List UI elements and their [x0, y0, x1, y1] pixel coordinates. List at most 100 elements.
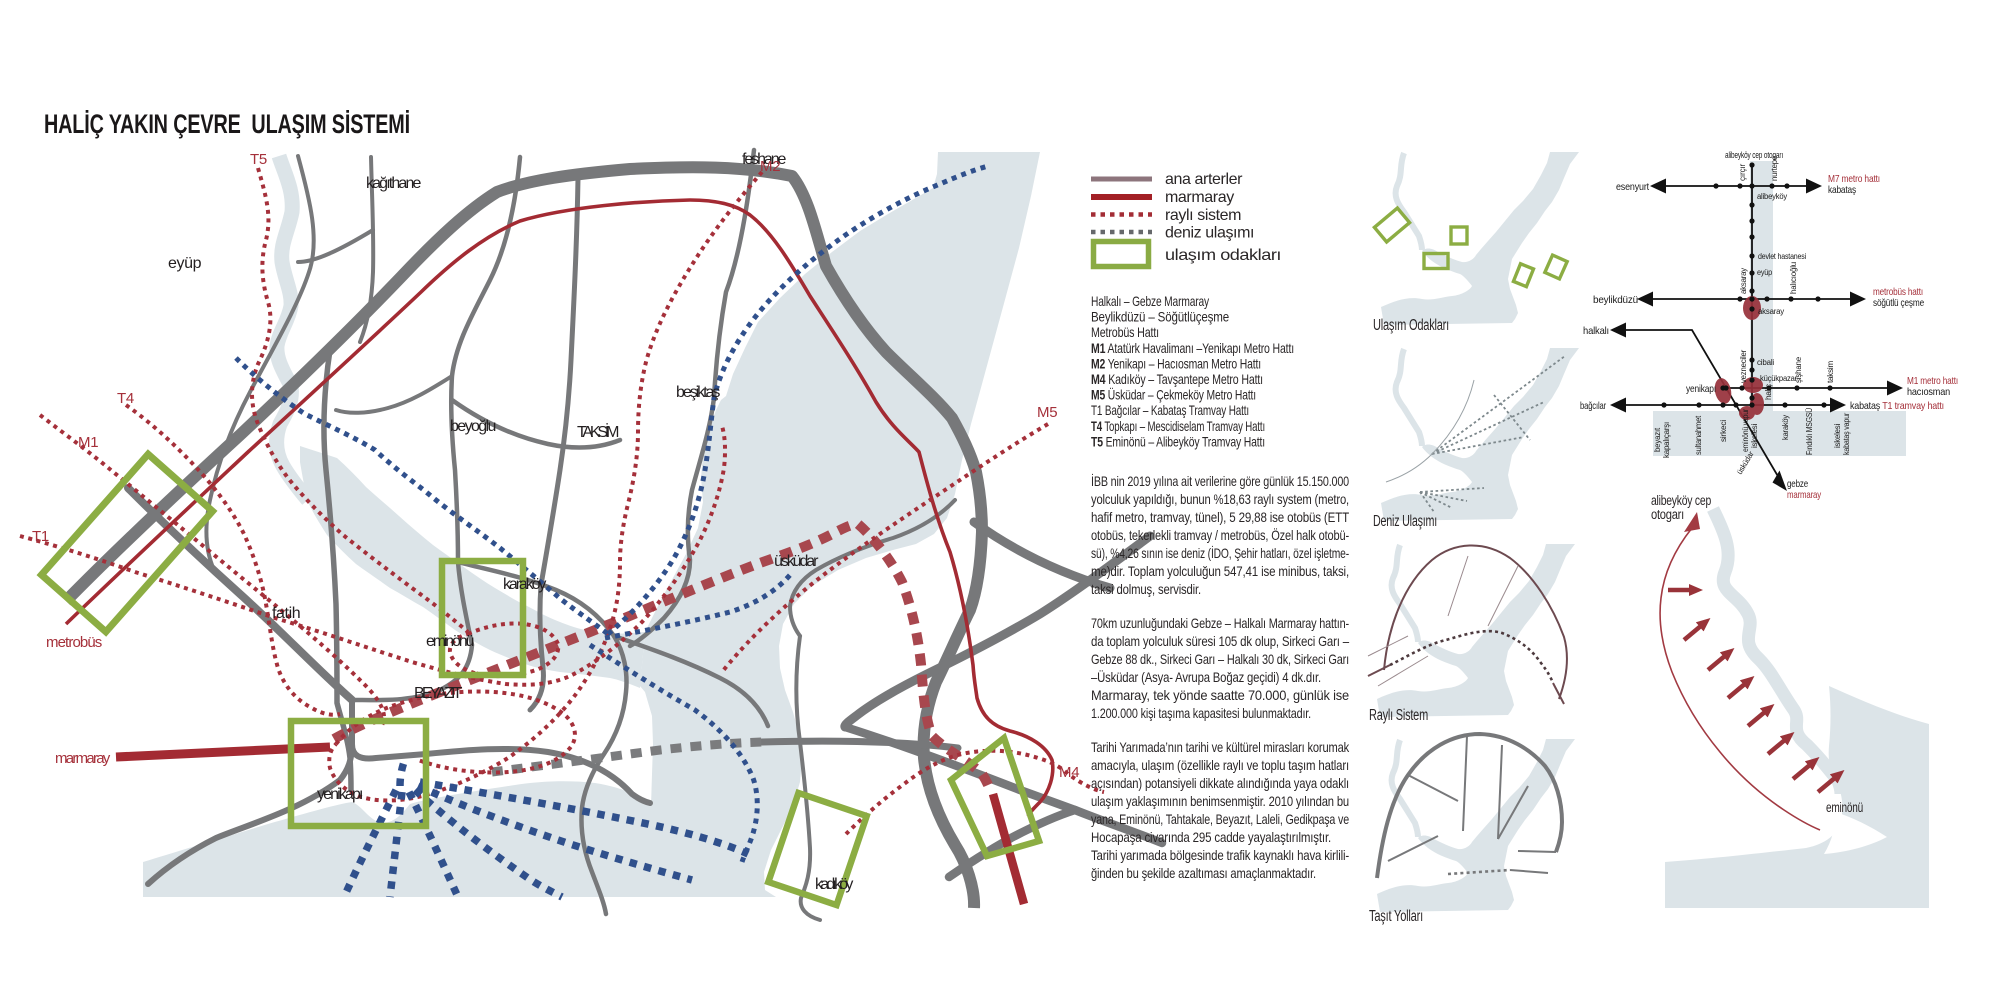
svg-text:BEYAZIT: BEYAZIT: [414, 685, 463, 702]
svg-text:TAKSİM: TAKSİM: [577, 422, 619, 441]
svg-text:ulaşım odakları: ulaşım odakları: [1165, 247, 1281, 264]
svg-text:İBB nin 2019 yılına ait verile: İBB nin 2019 yılına ait verilerine göre …: [1091, 472, 1349, 489]
svg-text:hacıosman: hacıosman: [1907, 386, 1950, 398]
svg-text:M4: M4: [1059, 764, 1079, 781]
svg-text:amacıyla, ulaşım (özellikle ra: amacıyla, ulaşım (özellikle raylı ve top…: [1091, 758, 1349, 773]
svg-text:taksi dolmuş, servisdir.: taksi dolmuş, servisdir.: [1091, 582, 1201, 597]
svg-text:T4: T4: [117, 390, 134, 407]
svg-text:hafif metro, tramvay, tünel),: hafif metro, tramvay, tünel), 5 29,88 is…: [1091, 510, 1350, 525]
svg-text:esenyurt: esenyurt: [1616, 181, 1649, 193]
svg-text:aksaray: aksaray: [1758, 307, 1784, 316]
svg-text:M4 Kadıköy – Tavşantepe Metro: M4 Kadıköy – Tavşantepe Metro Hattı: [1091, 372, 1263, 387]
svg-text:bağcılar: bağcılar: [1580, 400, 1607, 412]
svg-text:M1: M1: [78, 434, 98, 451]
svg-text:kapalıçarşı: kapalıçarşı: [1662, 422, 1671, 458]
svg-text:raylı sistem: raylı sistem: [1165, 207, 1241, 224]
svg-text:eminönü vapur: eminönü vapur: [1741, 409, 1750, 452]
svg-text:Metrobüs Hattı: Metrobüs Hattı: [1091, 325, 1159, 340]
svg-text:kağıthane: kağıthane: [366, 175, 422, 192]
svg-text:da toplam yolculuk süresi: da toplam yolculuk süresi 105 dk olup, S…: [1091, 634, 1349, 649]
svg-text:me)dir. Toplam yolculuğun 5: me)dir. Toplam yolculuğun 547,41 ise min…: [1091, 564, 1349, 579]
svg-text:otobüs, tekerlekli tramvay / m: otobüs, tekerlekli tramvay / metrobüs, Ö…: [1091, 526, 1349, 543]
svg-text:eminönü: eminönü: [426, 633, 474, 650]
svg-text:kadıköy: kadıköy: [815, 876, 853, 893]
svg-text:T5: T5: [250, 151, 267, 168]
svg-text:çırçır: çırçır: [1738, 163, 1747, 181]
svg-text:T5 Eminönü – Alibeyköy Tramvay: T5 Eminönü – Alibeyköy Tramvay Hattı: [1091, 434, 1265, 449]
svg-text:halıcıoğlu: halıcıoğlu: [1789, 262, 1798, 294]
svg-text:sirkeci: sirkeci: [1719, 420, 1728, 442]
svg-text:Deniz Ulaşımı: Deniz Ulaşımı: [1373, 513, 1437, 530]
svg-text:üsküdar: üsküdar: [774, 553, 819, 570]
svg-text:sultanahmet: sultanahmet: [1694, 415, 1703, 455]
svg-text:deniz ulaşımı: deniz ulaşımı: [1165, 225, 1254, 242]
svg-text:M1 metro hattı: M1 metro hattı: [1907, 375, 1958, 387]
svg-text:beşiktaş: beşiktaş: [676, 384, 720, 401]
svg-text:beyazıt: beyazıt: [1653, 427, 1662, 452]
svg-text:alibeyköy cep otogarı: alibeyköy cep otogarı: [1725, 150, 1783, 160]
svg-text:–Üsküdar (Asya- Avrupa Boğaz g: –Üsküdar (Asya- Avrupa Boğaz geçidi) 4 d…: [1091, 668, 1321, 685]
svg-text:devlet hastanesi: devlet hastanesi: [1758, 252, 1806, 261]
svg-text:T4 Topkapı – Mescidiselam Tram: T4 Topkapı – Mescidiselam Tramvay Hattı: [1091, 419, 1265, 434]
svg-text:Ulaşım Odakları: Ulaşım Odakları: [1373, 317, 1449, 334]
svg-text:ğinden bu şekilde azaltıması a: ğinden bu şekilde azaltıması amaçlanmakt…: [1091, 866, 1316, 881]
svg-text:söğütlü çeşme: söğütlü çeşme: [1873, 297, 1924, 309]
svg-text:açısından) potansiyeli dikkate: açısından) potansiyeli dikkate alındığın…: [1091, 776, 1349, 791]
svg-text:alibeyköy cep: alibeyköy cep: [1651, 493, 1711, 508]
svg-text:yolculuk yapıldığı, bunun %18,: yolculuk yapıldığı, bunun %18,63 raylı s…: [1091, 492, 1349, 507]
svg-text:feshane: feshane: [742, 151, 787, 168]
svg-text:Hocapaşa civarında 295 cadde y: Hocapaşa civarında 295 cadde yayalaştırı…: [1091, 830, 1331, 845]
svg-text:vezneciler: vezneciler: [1739, 349, 1748, 383]
svg-text:Tarihi Yarımada’nın tarihi ve: Tarihi Yarımada’nın tarihi ve kültürel m…: [1091, 740, 1349, 755]
svg-text:yana, Eminönü, Tahtakale, Beya: yana, Eminönü, Tahtakale, Beyazıt, Lalel…: [1091, 812, 1349, 827]
svg-text:iskelesi: iskelesi: [1833, 424, 1842, 448]
svg-text:Raylı Sistem: Raylı Sistem: [1369, 707, 1428, 724]
svg-text:taksim: taksim: [1826, 360, 1835, 383]
svg-text:70km uzunluğundaki Gebze – Hal: 70km uzunluğundaki Gebze – Halkalı Marma…: [1091, 616, 1349, 631]
svg-text:alibeyköy: alibeyköy: [1757, 192, 1787, 201]
svg-text:Taşıt Yolları: Taşıt Yolları: [1369, 908, 1423, 925]
svg-text:Fındıklı MSGSÜ: Fındıklı MSGSÜ: [1805, 408, 1814, 455]
svg-text:cibali: cibali: [1757, 358, 1774, 367]
svg-text:beylikdüzü: beylikdüzü: [1593, 294, 1638, 306]
svg-text:M7 metro hattı: M7 metro hattı: [1828, 173, 1880, 185]
svg-text:eyüp: eyüp: [1757, 268, 1773, 277]
svg-text:iskelesi: iskelesi: [1750, 424, 1759, 448]
svg-text:T1: T1: [32, 528, 49, 545]
svg-text:M5 Üsküdar – Çekmeköy Metro Ha: M5 Üsküdar – Çekmeköy Metro Hattı: [1091, 386, 1256, 403]
svg-text:karaköy: karaköy: [1781, 415, 1790, 440]
svg-text:T1 Bağcılar – Kabataş Tramvay: T1 Bağcılar – Kabataş Tramvay Hattı: [1091, 403, 1249, 418]
svg-text:eyüp: eyüp: [168, 255, 202, 272]
svg-text:Beylikdüzü – Söğütlüçeşme: Beylikdüzü – Söğütlüçeşme: [1091, 310, 1229, 325]
svg-text:kabataş T1 tramvay hattı: kabataş T1 tramvay hattı: [1850, 400, 1944, 412]
svg-text:fatih: fatih: [272, 605, 300, 622]
svg-text:haliç: haliç: [1764, 384, 1773, 400]
svg-text:1.200.000 kişi taşıma kapasite: 1.200.000 kişi taşıma kapasitesi bulunma…: [1091, 706, 1311, 721]
svg-text:küçükpazar: küçükpazar: [1760, 374, 1797, 383]
svg-text:Tarihi yarımada bölgesinde tra: Tarihi yarımada bölgesinde trafik kaynak…: [1091, 848, 1349, 863]
svg-text:marmaray: marmaray: [55, 750, 111, 767]
svg-text:kabataş vapur: kabataş vapur: [1842, 413, 1851, 455]
svg-text:karaköy: karaköy: [503, 576, 546, 593]
svg-text:marmaray: marmaray: [1165, 189, 1234, 206]
svg-text:otogarı: otogarı: [1651, 507, 1684, 522]
svg-text:metrobüs: metrobüs: [46, 634, 102, 651]
svg-text:Marmaray, tek yönde saatte: Marmaray, tek yönde saatte 70.000, günlü…: [1091, 688, 1349, 703]
svg-text:M5: M5: [1037, 404, 1057, 421]
svg-text:nurtepe: nurtepe: [1770, 155, 1779, 181]
svg-text:sü), %4,26 sının ise deniz (İD: sü), %4,26 sının ise deniz (İDO, Şehir h…: [1091, 544, 1349, 561]
svg-text:Halkalı – Gebze Marmaray: Halkalı – Gebze Marmaray: [1091, 294, 1209, 309]
svg-text:kabataş: kabataş: [1828, 184, 1856, 196]
svg-text:gebze: gebze: [1787, 478, 1808, 490]
svg-text:metrobüs hattı: metrobüs hattı: [1873, 286, 1923, 298]
svg-text:ulaşım yaklaşımının benimsenmi: ulaşım yaklaşımının benimsenmiştir. 2010…: [1091, 794, 1349, 809]
svg-text:M1 Atatürk Havalimanı –Yenikap: M1 Atatürk Havalimanı –Yenikapı Metro Ha…: [1091, 341, 1294, 356]
svg-text:marmaray: marmaray: [1787, 489, 1822, 501]
svg-text:Gebze 88 dk., Sirkeci Garı: Gebze 88 dk., Sirkeci Garı – Halkalı 30 …: [1091, 652, 1349, 667]
svg-text:yenikapı: yenikapı: [1686, 383, 1716, 395]
svg-text:aksaray: aksaray: [1739, 268, 1748, 294]
svg-text:M2 Yenikapı – Hacıosman Metro: M2 Yenikapı – Hacıosman Metro Hattı: [1091, 356, 1261, 371]
svg-text:ana arterler: ana arterler: [1165, 171, 1243, 188]
svg-text:M2: M2: [760, 158, 780, 175]
svg-text:yenikapı: yenikapı: [317, 786, 363, 803]
